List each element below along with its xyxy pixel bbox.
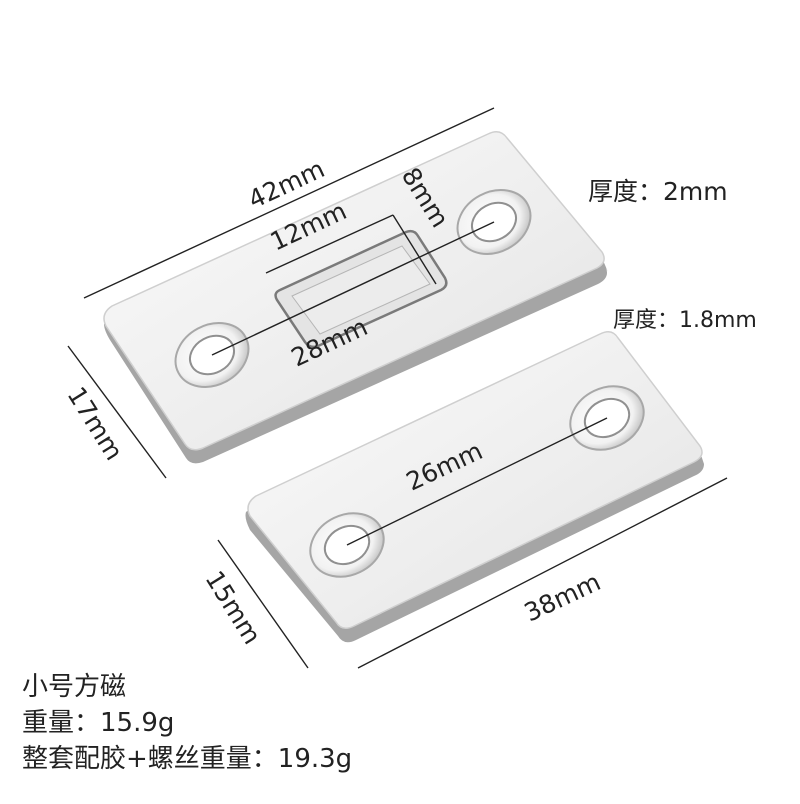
dim-line-8mm <box>392 214 437 285</box>
label-width-small: 15mm <box>200 566 267 650</box>
small-plate <box>245 331 704 643</box>
dim-line-26mm <box>346 417 608 546</box>
product-name: 小号方磁 <box>22 672 127 702</box>
dim-line-42mm <box>83 107 495 299</box>
dim-line-15mm <box>217 539 309 669</box>
dimension-lines <box>67 107 728 669</box>
label-width-large: 17mm <box>62 382 129 466</box>
dim-line-38mm <box>357 477 728 669</box>
product-weight: 重量：15.9g <box>22 708 175 738</box>
dim-line-12mm <box>265 214 394 274</box>
set-weight: 整套配胶+螺丝重量：19.3g <box>22 744 353 774</box>
thickness-small: 厚度：1.8mm <box>613 308 757 333</box>
label-length-large: 42mm <box>244 154 329 214</box>
dim-line-28mm <box>211 221 495 356</box>
label-length-small: 38mm <box>520 567 605 627</box>
dim-line-17mm <box>67 345 167 479</box>
thickness-large: 厚度：2mm <box>588 177 728 206</box>
